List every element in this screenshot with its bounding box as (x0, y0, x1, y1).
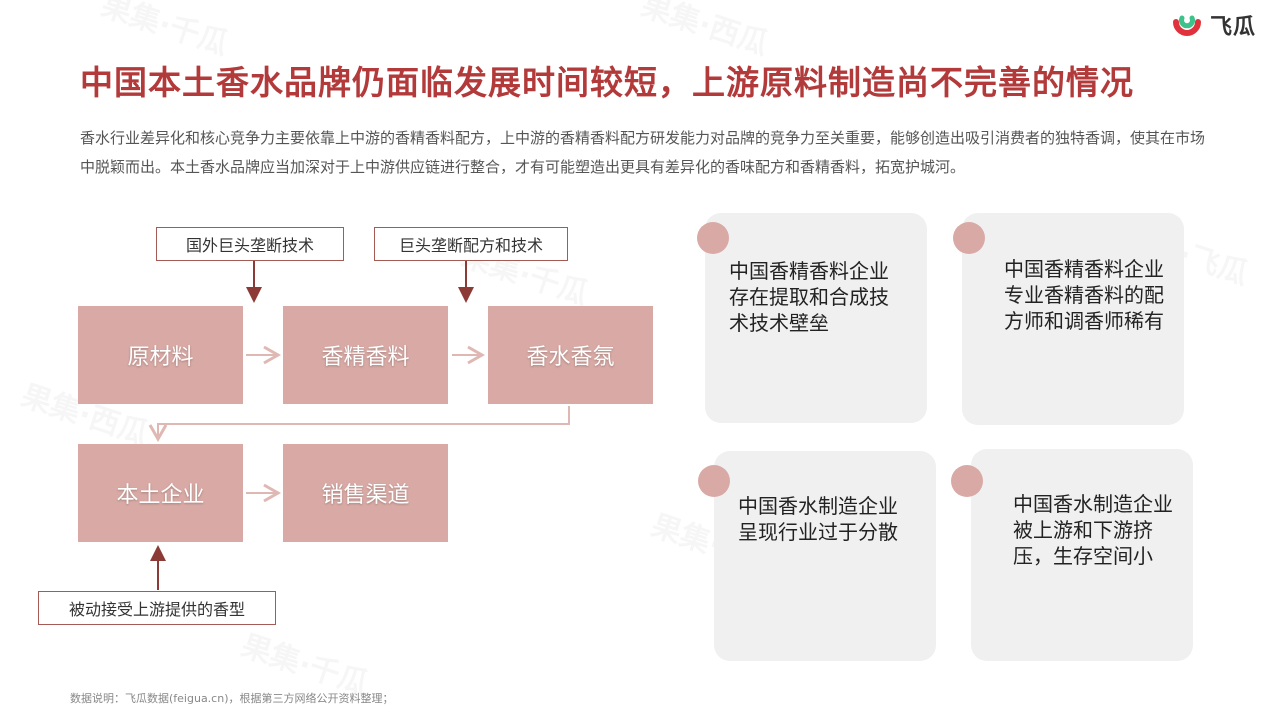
flow-box-sales-channel: 销售渠道 (283, 444, 448, 542)
intro-paragraph: 香水行业差异化和核心竞争力主要依靠上中游的香精香料配方，上中游的香精香料配方研发… (80, 129, 1206, 176)
info-card (962, 213, 1184, 425)
feigua-logo-icon (1172, 15, 1201, 36)
label-foreign-monopoly: 国外巨头垄断技术 (156, 227, 344, 261)
flow-box-local-enterprise: 本土企业 (78, 444, 243, 542)
card-bullet-dot (697, 222, 729, 254)
card-text: 中国香精香料企业专业香精香料的配方师和调香师稀有 (1004, 257, 1164, 333)
info-card (971, 449, 1193, 661)
card-bullet-dot (953, 222, 985, 254)
flow-box-essence: 香精香料 (283, 306, 448, 404)
page-title: 中国本土香水品牌仍面临发展时间较短，上游原料制造尚不完善的情况 (80, 63, 1134, 102)
info-card (705, 213, 927, 423)
arrow-perfume-to-local (148, 406, 570, 443)
data-source-note: 数据说明：飞瓜数据(feigua.cn)，根据第三方网络公开资料整理； (70, 692, 394, 705)
flow-arrows (148, 260, 570, 590)
brand-name: 飞瓜 (1209, 15, 1256, 40)
card-text: 中国香水制造企业被上游和下游挤压，生存空间小 (1013, 492, 1173, 568)
card-text: 中国香精香料企业存在提取和合成技术技术壁垒 (729, 259, 889, 335)
card-bullet-dot (951, 465, 983, 497)
info-card (714, 451, 936, 661)
label-giant-monopoly: 巨头垄断配方和技术 (374, 227, 568, 261)
flow-box-perfume: 香水香氛 (488, 306, 653, 404)
label-passive-accept: 被动接受上游提供的香型 (38, 591, 276, 625)
flow-box-raw-materials: 原材料 (78, 306, 243, 404)
card-text: 中国香水制造企业呈现行业过于分散 (738, 494, 898, 544)
brand-logo: 飞瓜 (1170, 8, 1256, 42)
card-bullet-dot (698, 465, 730, 497)
